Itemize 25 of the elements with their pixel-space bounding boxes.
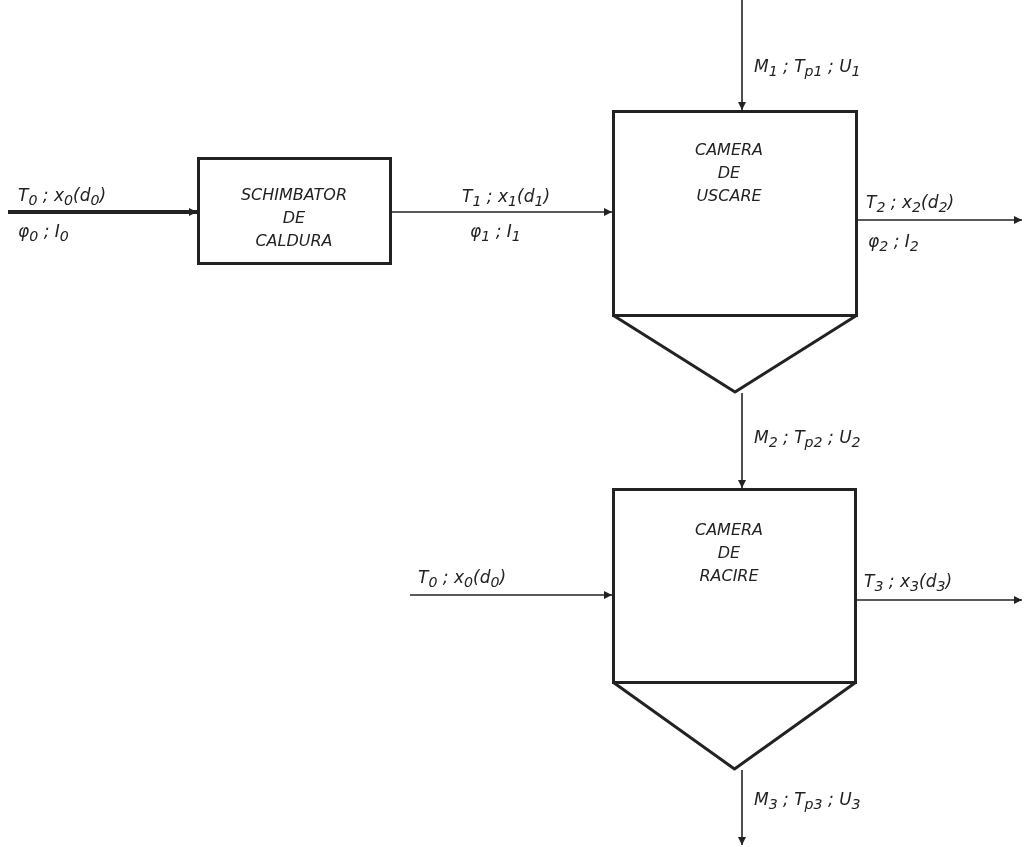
box-label: SCHIMBATOR DE CALDURA: [239, 184, 349, 253]
arrow: [856, 596, 1023, 604]
flow-parameters: φ$_{0}$ ; I$_{0}$: [18, 222, 69, 245]
flow-parameters: φ$_{1}$ ; I$_{1}$: [470, 222, 521, 245]
arrow: [738, 769, 746, 846]
edge-label: M$_{3}$ ; T$_{p3}$ ; U$_{3}$: [754, 790, 861, 813]
edge-label: T$_{0}$ ; x$_{0}$(d$_{0}$): [18, 186, 107, 209]
process-box: [197, 157, 392, 265]
edge-label: T$_{0}$ ; x$_{0}$(d$_{0}$): [418, 568, 507, 591]
arrow: [857, 216, 1023, 224]
arrow: [391, 208, 613, 216]
edge-label: M$_{1}$ ; T$_{p1}$ ; U$_{1}$: [754, 57, 861, 80]
arrow: [8, 208, 197, 216]
edge-label: T$_{3}$ ; x$_{3}$(d$_{3}$): [864, 572, 953, 595]
box-label: CAMERA DE USCARE: [693, 139, 765, 208]
box-label: CAMERA DE RACIRE: [693, 519, 765, 588]
chamber-with-hopper: [612, 488, 857, 770]
edge-label: M$_{2}$ ; T$_{p2}$ ; U$_{2}$: [754, 428, 861, 451]
flow-parameters: φ$_{2}$ ; I$_{2}$: [868, 232, 919, 255]
edge-label: T$_{1}$ ; x$_{1}$(d$_{1}$): [462, 187, 551, 210]
edge-label: T$_{2}$ ; x$_{2}$(d$_{2}$): [866, 193, 955, 216]
arrow: [409, 591, 613, 599]
arrow: [738, 392, 746, 489]
arrow: [738, 0, 746, 111]
chamber-with-hopper: [612, 110, 858, 393]
